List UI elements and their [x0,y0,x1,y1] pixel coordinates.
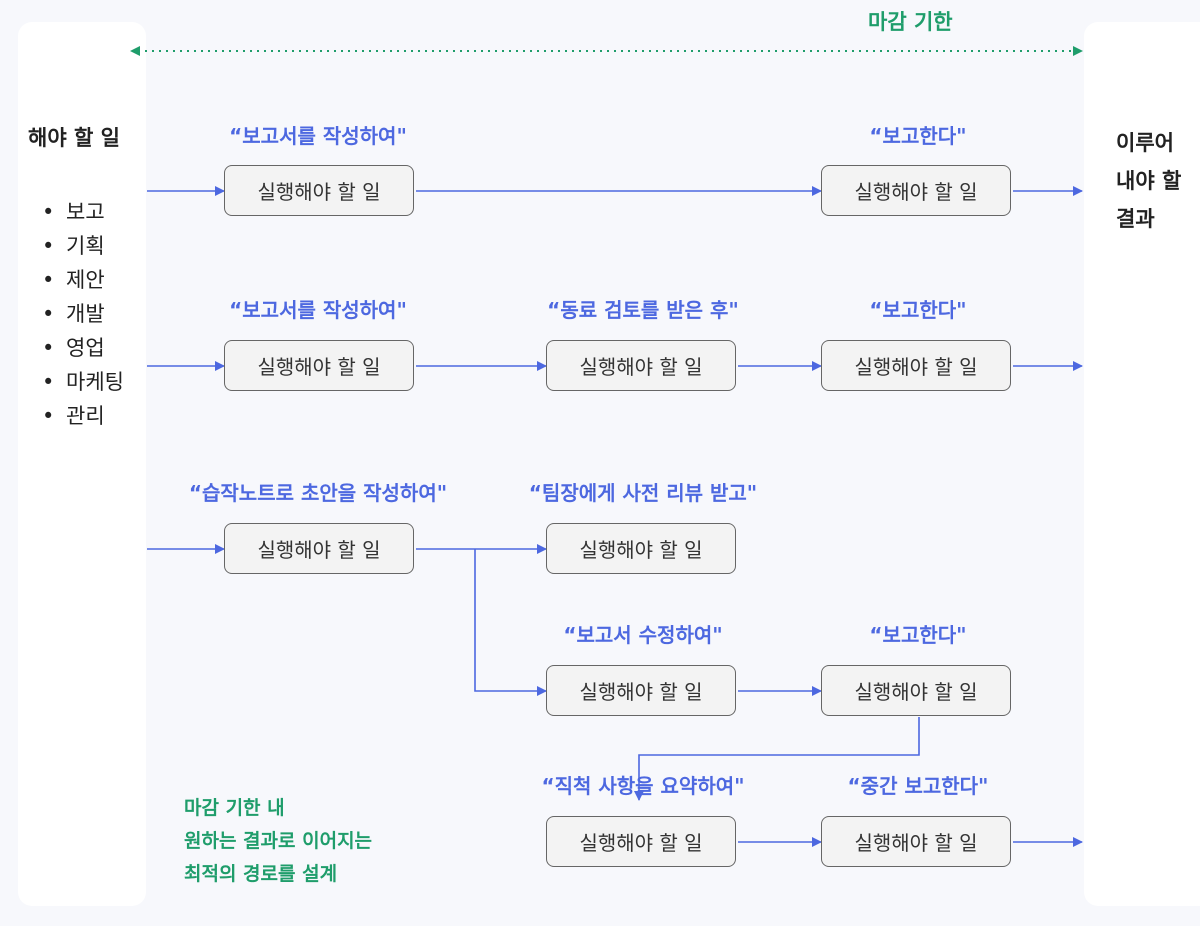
list-item: 마케팅 [42,366,124,396]
task-box: 실행해야 할 일 [546,816,736,867]
deadline-label: 마감 기한 [868,10,953,34]
list-item: 관리 [42,400,105,430]
deadline-line [130,46,1083,56]
step-quote: “팀장에게 사전 리뷰 받고" [528,481,758,505]
step-quote: “직척 사항을 요약하여" [541,774,745,798]
list-item: 제안 [42,264,105,294]
left-panel [18,22,146,906]
task-box: 실행해야 할 일 [546,340,736,391]
design-note: 마감 기한 내 원하는 결과로 이어지는 최적의 경로를 설계 [184,792,372,891]
right-panel-line: 이루어 [1116,131,1174,155]
list-item: 개발 [42,298,105,328]
step-quote: “보고서를 작성하여" [229,298,407,322]
list-item: 영업 [42,332,105,362]
task-box: 실행해야 할 일 [224,165,414,216]
step-quote: “동료 검토를 받은 후" [547,298,739,322]
left-panel-title: 해야 할 일 [28,126,120,150]
task-box: 실행해야 할 일 [821,665,1011,716]
task-box: 실행해야 할 일 [821,816,1011,867]
task-box: 실행해야 할 일 [224,340,414,391]
task-box: 실행해야 할 일 [546,665,736,716]
right-panel [1084,22,1200,906]
arrow-r4-down [634,717,920,801]
step-quote: “보고서를 작성하여" [229,124,407,148]
step-quote: “습작노트로 초안을 작성하여" [188,481,448,505]
task-box: 실행해야 할 일 [821,165,1011,216]
right-panel-line: 내야 할 [1116,169,1182,193]
note-line: 최적의 경로를 설계 [184,863,338,885]
task-box: 실행해야 할 일 [546,523,736,574]
right-panel-title: 이루어 내야 할 결과 [1116,124,1181,238]
step-quote: “보고한다" [869,298,967,322]
list-item: 기획 [42,230,105,260]
list-item: 보고 [42,196,105,226]
step-quote: “중간 보고한다" [847,774,989,798]
note-line: 마감 기한 내 [184,797,285,819]
task-box: 실행해야 할 일 [821,340,1011,391]
step-quote: “보고서 수정하여" [563,623,723,647]
step-quote: “보고한다" [869,623,967,647]
arrow-r3-branch [474,549,547,696]
task-box: 실행해야 할 일 [224,523,414,574]
note-line: 원하는 결과로 이어지는 [184,830,373,852]
step-quote: “보고한다" [869,124,967,148]
right-panel-line: 결과 [1116,207,1155,231]
